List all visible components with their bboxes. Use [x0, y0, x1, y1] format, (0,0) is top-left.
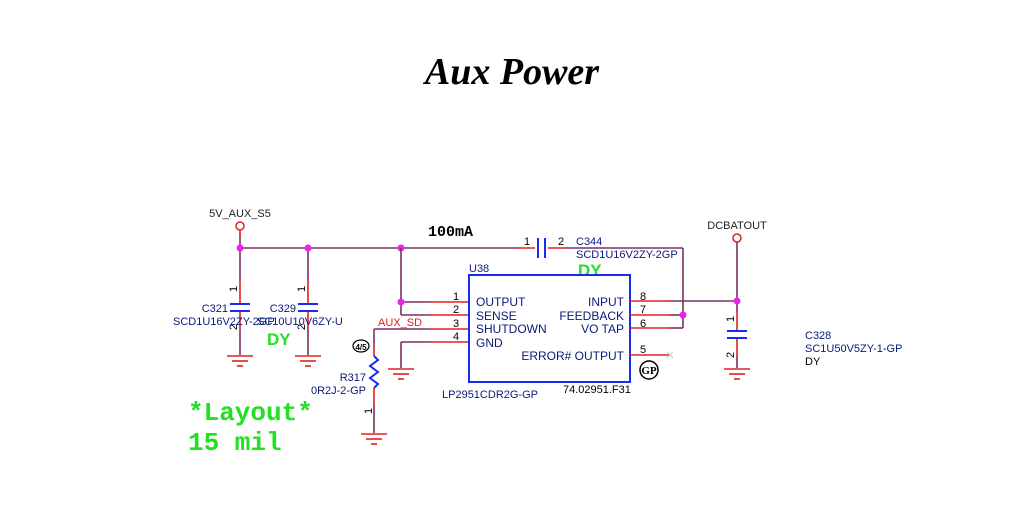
r317-marker: 4/5: [352, 339, 370, 353]
net-label-5v-aux-s5: 5V_AUX_S5: [209, 208, 271, 220]
junction-dot: [236, 244, 244, 252]
u38-pin-num: 6: [640, 318, 646, 330]
u38-pin-num: 8: [640, 291, 646, 303]
net-label-aux-sd: AUX_SD: [378, 317, 422, 329]
junction-dot: [679, 311, 687, 319]
ground-icon: [388, 368, 414, 380]
gp-badge: GP: [639, 360, 659, 380]
u38-pin-num: 3: [453, 318, 459, 330]
c321-ref: C321: [202, 303, 228, 315]
layout-note-line1: *Layout*: [188, 398, 313, 428]
u38-code: 74.02951.F31: [563, 384, 631, 396]
ground-icon: [227, 355, 253, 367]
u38-pin-num: 4: [453, 331, 459, 343]
c329-part: SC10U10V6ZY-U: [257, 316, 343, 328]
layout-note-line2: 15 mil: [188, 428, 282, 458]
u38-pin-num: 2: [453, 304, 459, 316]
u38-pin-num: 7: [640, 304, 646, 316]
u38-pin-gnd: GND: [476, 336, 503, 350]
c328-ref: C328: [805, 330, 831, 342]
r317-marker-text: 4/5: [355, 343, 367, 352]
c329-pin1: 1: [296, 286, 308, 292]
u38-pin-num: 5: [640, 344, 646, 356]
c344-pin1: 1: [524, 236, 530, 248]
u38-part: LP2951CDR2G-GP: [442, 389, 538, 401]
power-port-icon: [235, 221, 245, 231]
c328-part: SC1U50V5ZY-1-GP: [805, 343, 902, 355]
c321-pin2: 2: [228, 324, 240, 330]
u38-pin-vo-tap: VO TAP: [581, 322, 624, 336]
junction-dot: [304, 244, 312, 252]
c344-pin2: 2: [558, 236, 564, 248]
u38-pin-sense: SENSE: [476, 309, 517, 323]
c344-option: DY: [578, 261, 602, 280]
r317-ref: R317: [340, 372, 366, 384]
junction-dot: [397, 298, 405, 306]
ground-icon: [361, 433, 387, 445]
current-note: 100mA: [428, 224, 473, 241]
c344-ref: C344: [576, 236, 602, 248]
u38-pin-num: 1: [453, 291, 459, 303]
u38-pin-output: OUTPUT: [476, 295, 526, 309]
u38-pin-input: INPUT: [588, 295, 625, 309]
c329-ref: C329: [270, 303, 296, 315]
u38-pin-shutdown: SHUTDOWN: [476, 322, 547, 336]
junction-dot: [733, 297, 741, 305]
c321-pin1: 1: [228, 286, 240, 292]
c328-pin2: 2: [725, 352, 737, 358]
c329-pin2: 2: [296, 324, 308, 330]
u38-pin-error-output: ERROR# OUTPUT: [521, 349, 624, 363]
u38-ref: U38: [469, 263, 489, 275]
ground-icon: [724, 368, 750, 380]
r317-resistor: [368, 355, 380, 389]
ground-icon: [295, 355, 321, 367]
power-port-icon: [732, 233, 742, 243]
c344-part: SCD1U16V2ZY-2GP: [576, 249, 678, 261]
c329-option: DY: [267, 330, 291, 349]
page-title: Aux Power: [423, 51, 600, 93]
u38-pin-feedback: FEEDBACK: [559, 309, 624, 323]
c328-option: DY: [805, 356, 821, 368]
r317-part: 0R2J-2-GP: [311, 385, 366, 397]
r317-pin1: 1: [363, 408, 375, 414]
net-label-dcbatout: DCBATOUT: [707, 220, 767, 232]
no-connect-icon: [666, 351, 674, 359]
c328-pin1: 1: [725, 316, 737, 322]
gp-badge-text: GP: [641, 365, 657, 377]
c321-part: SCD1U16V2ZY-2GP: [173, 316, 275, 328]
